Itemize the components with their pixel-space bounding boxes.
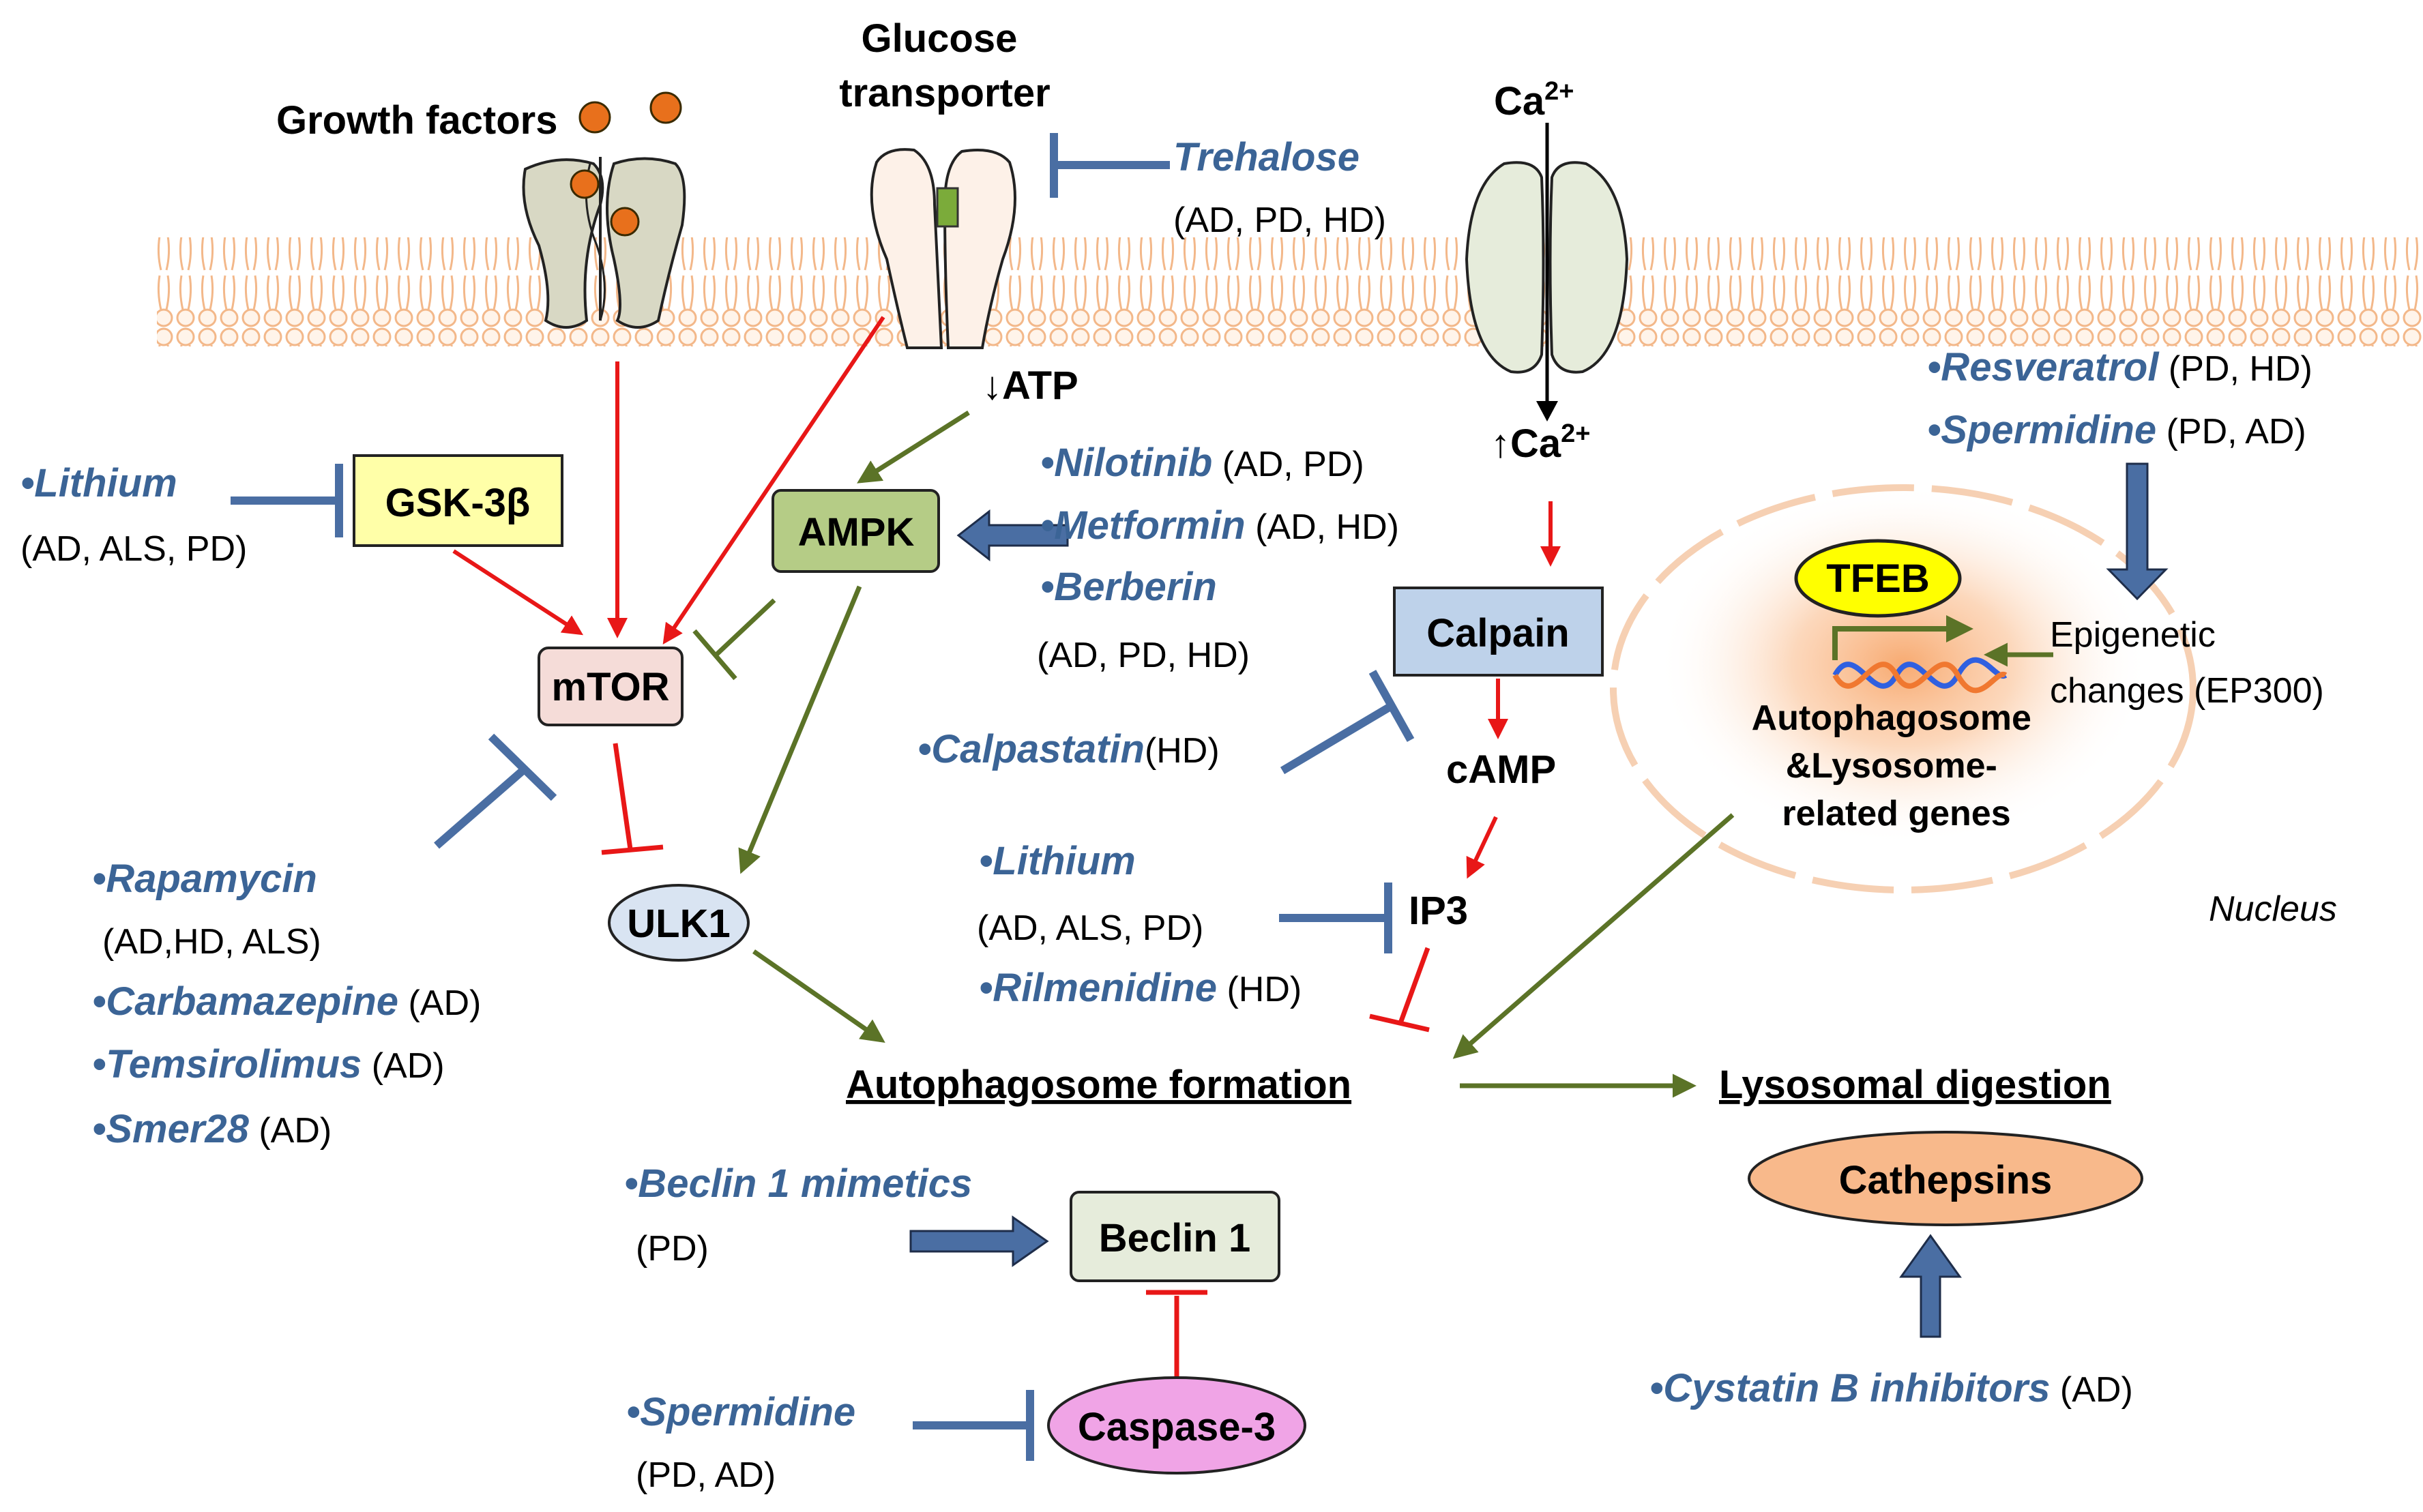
mtor-label: mTOR [552,665,670,709]
cathepsins-label: Cathepsins [1839,1158,2053,1202]
cathepsins-node [1748,1131,2143,1226]
tfeb-node [1794,539,1962,618]
rapamycin-diseases: (AD,HD, ALS) [102,922,321,962]
atp-node: ↓ATP [982,364,1078,408]
trehalose-diseases: (AD, PD, HD) [1173,201,1386,240]
caspase3-node [1047,1376,1306,1474]
ampk-node [772,489,940,573]
ampk-to-ulk1-arrow [738,585,862,874]
epigenetic-changes-label: Epigenetic changes (EP300) [2050,615,2324,711]
spermidine-to-epigenetic-arrow [2106,462,2169,601]
genes-to-autophagosome-arrow [1452,813,1735,1059]
spermidine-caspase3-inhibitor [913,1390,1034,1461]
tfeb-label: TFEB [1826,557,1929,601]
rapamycin-mtor-inhibitor [434,733,557,849]
beclin1-node [1070,1191,1280,1282]
calcium-flow-arrowhead [1536,401,1558,421]
dna-helix-icon [1832,657,2008,694]
calpastatin-label: •Calpastatin(HD) [917,727,1220,771]
beclin-mimetics-arrow [909,1215,1049,1267]
calcium-bottom-label: ↑Ca2+ [1490,419,1590,466]
resveratrol-label: •Resveratrol (PD, HD) [1927,345,2312,389]
glucose-transporter-label: Glucose transporter [839,16,1050,115]
trehalose-inhibitor [1050,133,1170,198]
nucleus-label: Nucleus [2209,889,2337,929]
growth-factor-receptor [522,157,686,329]
transcription-start-arrow [1832,615,1973,660]
gsk3b-to-mtor-arrow [452,549,584,636]
mtor-node [538,647,684,726]
genes-label: Autophagosome &Lysosome- related genes [1752,698,2042,833]
beclin1-label: Beclin 1 [1099,1216,1250,1260]
spermidine-epigenetic-label: •Spermidine (PD, AD) [1927,408,2306,452]
metformin-label: •Metformin (AD, HD) [1040,503,1399,548]
spermidine-caspase-label: •Spermidine [626,1390,855,1434]
ip3-inhibits-autophagosome [1369,947,1430,1033]
cell-membrane [157,237,2423,346]
mtor-inhibits-ulk1 [601,743,664,855]
autophagosome-formation-label: Autophagosome formation [846,1063,1351,1107]
growth-factor-ball [578,101,611,134]
caspase3-inhibits-beclin1 [1146,1290,1207,1378]
growth-factor-ball [570,169,600,199]
metformin-to-ampk-arrow [956,509,1069,562]
cystatin-to-cathepsins-arrow [1899,1234,1962,1338]
ampk-label: AMPK [798,510,915,554]
rapamycin-label: •Rapamycin [92,857,317,901]
gsk3b-node [353,454,563,547]
calpastatin-inhibitor [1280,670,1415,775]
beclin-mimetics-label: •Beclin 1 mimetics [624,1161,972,1206]
lysosomal-digestion-label: Lysosomal digestion [1719,1063,2111,1107]
calpain-label: Calpain [1426,611,1570,655]
caspase3-label: Caspase-3 [1078,1405,1276,1449]
ampk-inhibits-mtor [692,598,776,681]
calcium-channel [1465,161,1629,374]
lithium-gsk3b-inhibitor [231,464,343,537]
gsk3b-label: GSK-3β [385,481,531,525]
spermidine-caspase-diseases: (PD, AD) [636,1455,776,1495]
beclin-mimetics-diseases: (PD) [636,1229,709,1269]
lithium-ip3-diseases: (AD, ALS, PD) [977,908,1203,948]
lithium-ip3-inhibitor [1279,883,1392,953]
growth-factor-ball [649,91,682,124]
calcium-top-label: Ca2+ [1494,77,1574,123]
camp-to-ip3-arrow [1466,816,1498,879]
temsirolimus-label: •Temsirolimus (AD) [92,1042,445,1086]
atp-to-ampk-arrow [857,411,970,484]
camp-node: cAMP [1446,747,1556,792]
lithium-label: •Lithium [20,461,177,505]
ulk1-to-autophagosome-arrow [752,949,885,1043]
berberin-label: •Berberin [1040,565,1217,609]
lithium-ip3-label: •Lithium [979,839,1136,883]
berberin-diseases: (AD, PD, HD) [1037,636,1250,675]
growth-factor-ball [610,207,640,237]
nilotinib-label: •Nilotinib (AD, PD) [1040,441,1364,485]
ip3-node: IP3 [1409,889,1468,933]
lithium-diseases: (AD, ALS, PD) [20,529,247,569]
smer28-label: •Smer28 (AD) [92,1107,332,1151]
trehalose-label: Trehalose [1173,135,1360,179]
glucose-to-mtor-arrow [662,316,885,644]
glucose-transporter [870,148,1016,349]
ulk1-label: ULK1 [627,902,730,946]
nucleus-envelope [1610,484,2197,893]
rilmenidine-label: •Rilmenidine (HD) [979,966,1302,1010]
growth-factors-label: Growth factors [276,98,558,143]
carbamazepine-label: •Carbamazepine (AD) [92,979,481,1024]
ulk1-node [608,884,750,962]
calpain-node [1393,587,1604,677]
cystatin-label: •Cystatin B inhibitors (AD) [1649,1366,2133,1410]
